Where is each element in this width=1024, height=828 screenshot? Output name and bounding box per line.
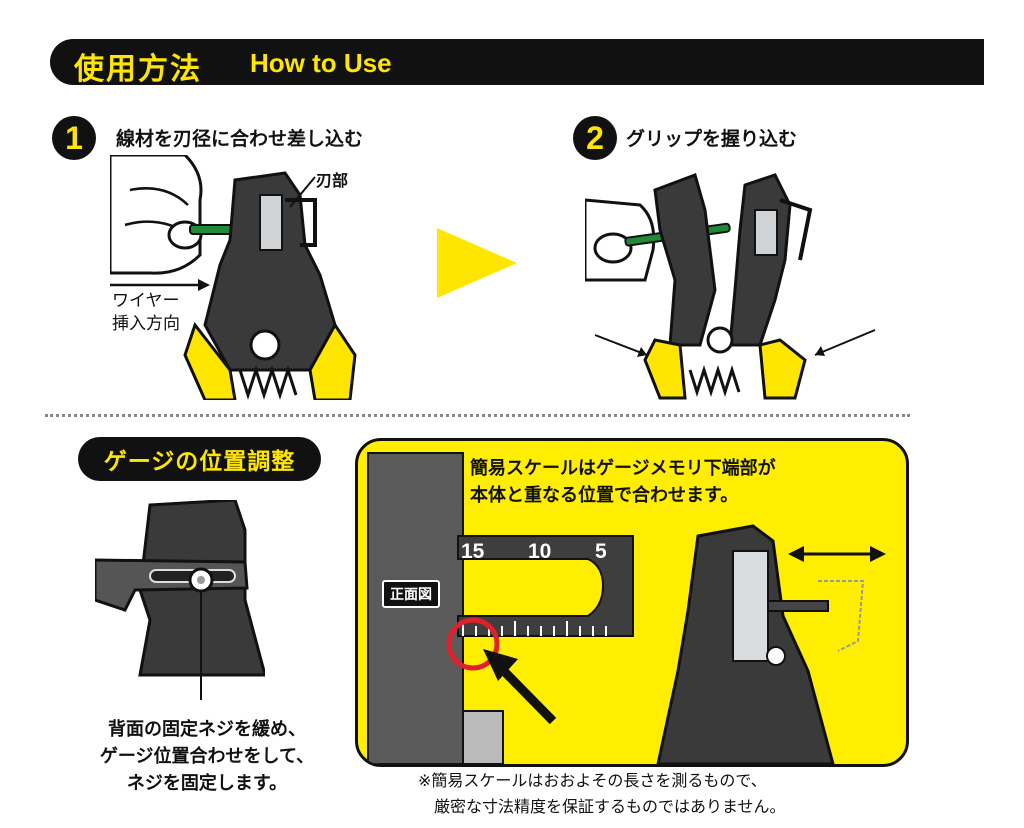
pointer-arrow-icon	[483, 649, 518, 681]
step-2-illustration	[585, 173, 876, 400]
footnote-line-2: 厳密な寸法精度を保証するものではありません。	[434, 797, 786, 816]
blade-label: 刃部	[316, 171, 349, 190]
front-view-label: 正面図	[382, 580, 440, 608]
page-title-english: How to Use	[250, 48, 392, 78]
section-divider	[45, 414, 910, 417]
footnote-line-1: ※簡易スケールはおおよその長さを測るもので、	[418, 771, 767, 790]
page-title: 使用方法	[74, 52, 202, 87]
gauge-description: 背面の固定ネジを緩め、 ゲージ位置合わせをして、 ネジを固定します。	[62, 716, 352, 797]
step-2-badge: 2	[573, 116, 617, 160]
scale-note: 簡易スケールはゲージメモリ下端部が 本体と重なる位置で合わせます。	[470, 455, 776, 509]
next-arrow-icon	[437, 228, 517, 298]
gauge-back-illustration	[95, 500, 265, 700]
gauge-desc-line-3: ネジを固定します。	[126, 773, 288, 794]
scale-note-line-1: 簡易スケールはゲージメモリ下端部が	[470, 458, 776, 479]
scale-panel	[355, 438, 909, 767]
gauge-title-text: ゲージの位置調整	[103, 449, 296, 475]
adjust-arrow-icon	[788, 546, 804, 562]
direction-label-1: ワイヤー	[112, 291, 180, 311]
gauge-desc-line-1: 背面の固定ネジを緩め、	[108, 719, 306, 740]
scale-mark-10: 10	[528, 540, 552, 563]
scale-mark-15: 15	[461, 540, 485, 563]
scale-illustration	[367, 452, 886, 764]
highlight-circle-icon	[446, 617, 500, 671]
direction-label-2: 挿入方向	[112, 314, 180, 334]
stripper-tool-icon	[653, 173, 717, 347]
title-bar	[50, 39, 984, 85]
scale-mark-5: 5	[595, 540, 607, 563]
footnote: ※簡易スケールはおおよその長さを測るもので、 厳密な寸法精度を保証するものではあ…	[418, 768, 786, 820]
hand-icon	[110, 155, 203, 275]
step-2-title: グリップを握り込む	[626, 128, 798, 150]
step-1-illustration	[110, 155, 357, 400]
gauge-section-title: ゲージの位置調整	[78, 437, 321, 481]
gauge-desc-line-2: ゲージ位置合わせをして、	[99, 746, 315, 767]
scale-note-line-2: 本体と重なる位置で合わせます。	[470, 485, 739, 506]
step-1-badge: 1	[52, 116, 96, 160]
step-1-title: 線材を刃径に合わせ差し込む	[116, 128, 364, 150]
